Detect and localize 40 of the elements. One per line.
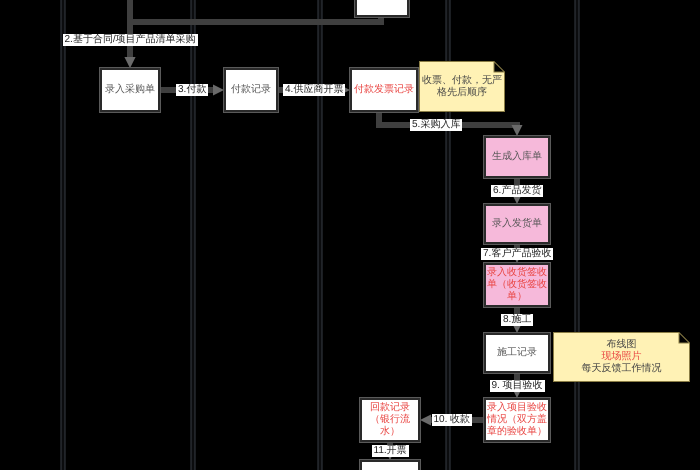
process-box [360,460,420,470]
step-text: 录入项目验收情况（双方盖章的验收单） [486,402,548,438]
edge-label: 5.采购入库 [410,119,462,131]
note-text: 现场照片 [602,351,642,362]
note-text: 收票、付款，无严格先后顺序 [421,74,503,98]
note-text: 每天反馈工作情况 [582,363,662,375]
arrow [512,178,522,204]
process-box [355,0,409,17]
step-text: 付款发票记录 [354,84,414,96]
edge-label: 10. 收款 [432,414,472,426]
arrow [384,442,396,460]
arrow [124,17,384,68]
process-box [350,68,418,112]
edge-label: 2.基于合同/项目产品清单采购 [62,34,198,46]
step-text: 付款记录 [231,84,271,96]
arrow [512,307,522,333]
edge-label: 3.付款 [176,84,208,96]
edge-label: 11.开票 [372,445,409,457]
sticky-note [419,61,505,112]
step-text: 录入采购单 [105,84,155,96]
step-text: 录入收货签收单（收货签收单） [486,267,548,303]
arrow [512,373,522,398]
process-box [484,333,550,373]
sticky-note [553,332,690,382]
process-box [360,398,420,442]
process-box [100,68,160,112]
arrow [512,244,522,263]
step-text: 回款记录（银行流水） [369,402,411,438]
edge-label: 9. 项目验收 [490,380,545,392]
edge-label: 7.客户产品验收 [481,248,554,260]
process-box [484,204,550,244]
edge-label: 6.产品发货 [491,185,544,197]
process-box [224,68,278,112]
process-box [484,136,550,178]
note-text: 布线图 [606,339,636,350]
step-text: 录入发货单 [492,218,542,230]
step-text: 生成入库单 [492,151,542,163]
edge-label: 4.供应商开票 [283,84,346,96]
edge-label: 8.施工 [501,314,534,326]
step-text: 施工记录 [497,347,537,359]
